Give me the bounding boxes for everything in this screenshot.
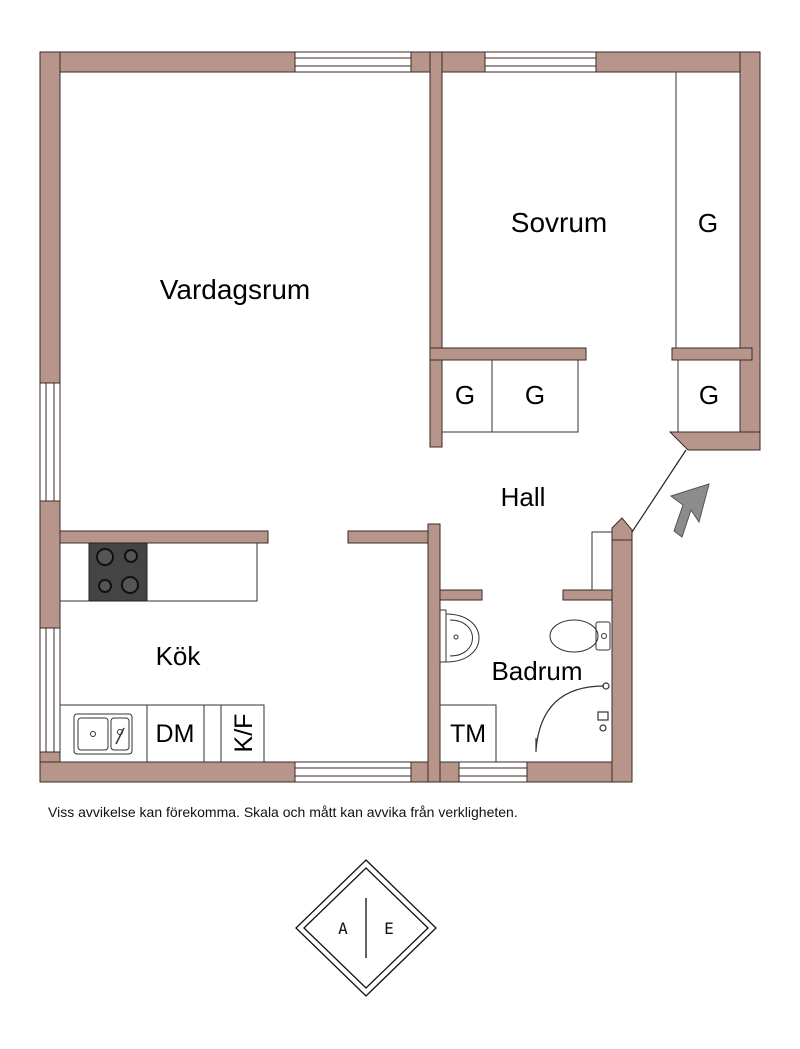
wall-bathroom-left [427, 523, 441, 783]
windows [39, 51, 597, 783]
wall-bathroom-stub-left [439, 589, 483, 601]
bathroom-cabinet [591, 531, 613, 591]
wall-right-upper [739, 51, 761, 451]
shower-icon [535, 682, 610, 752]
walls [39, 51, 761, 783]
room-label-bedroom: Sovrum [511, 207, 607, 238]
room-label-bathroom: Badrum [491, 656, 582, 686]
window-left-living [39, 382, 61, 502]
washing-machine-box [439, 704, 497, 763]
wall-entrance-jamb-upper [668, 431, 761, 451]
dishwasher-label: DM [156, 720, 195, 748]
wardrobe-double [441, 359, 579, 433]
logo-letter-e: E [384, 919, 394, 938]
entrance-door-line [631, 449, 687, 533]
stove-icon [88, 542, 148, 602]
toilet-icon [549, 619, 611, 653]
entrance-arrow-icon [669, 483, 710, 538]
wardrobe-label-left: G [455, 380, 475, 410]
wardrobe-label-tall: G [698, 208, 718, 238]
washing-machine-label: TM [450, 720, 486, 748]
kitchen-counter-bottom [59, 704, 265, 763]
kitchen-sink-icon [73, 713, 133, 755]
window-bottom-kitchen [294, 761, 412, 783]
disclaimer-text: Viss avvikelse kan förekomma. Skala och … [48, 804, 518, 820]
wardrobe-small [677, 359, 741, 433]
wall-bedroom-bottom [429, 347, 587, 361]
wall-entrance-jamb-lower [611, 517, 633, 541]
fridge-freezer-label: K/F [230, 714, 258, 753]
wall-bathroom-stub-right [562, 589, 613, 601]
wall-wardrobe-stub [671, 347, 753, 361]
logo-letter-a: A [338, 919, 348, 938]
room-label-kitchen: Kök [156, 641, 202, 671]
wardrobe-label-middle: G [525, 380, 545, 410]
kitchen-fixtures [59, 542, 265, 763]
wall-kitchen-top-left [59, 530, 269, 544]
bathroom-fixtures [439, 531, 613, 763]
wall-living-bedroom [429, 51, 443, 448]
ae-logo [295, 859, 437, 997]
window-bottom-bathroom [458, 761, 528, 783]
wardrobe-tall [675, 71, 741, 349]
wardrobes [441, 71, 741, 433]
window-top-living [294, 51, 412, 73]
wall-kitchen-top-right [347, 530, 441, 544]
room-label-hall: Hall [501, 482, 546, 512]
wardrobe-label-small: G [699, 380, 719, 410]
window-top-bedroom [484, 51, 597, 73]
kitchen-counter-top [59, 542, 258, 602]
washbasin-icon [439, 609, 480, 663]
window-left-kitchen [39, 627, 61, 753]
wall-right-lower [611, 529, 633, 783]
room-label-living: Vardagsrum [160, 274, 310, 305]
